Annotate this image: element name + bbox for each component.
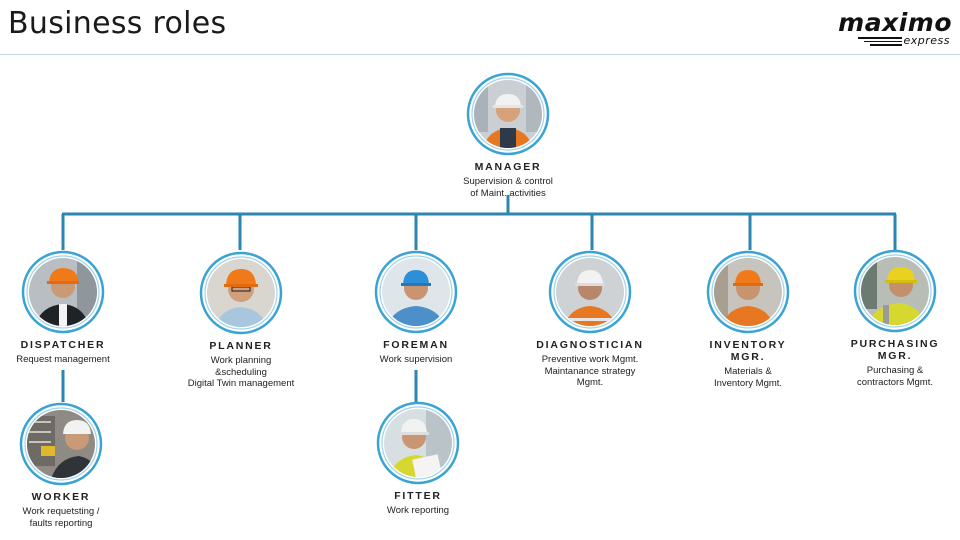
header-divider xyxy=(0,54,960,55)
logo-speed-lines xyxy=(858,37,902,46)
inventory-description: Materials & Inventory Mgmt. xyxy=(713,366,783,389)
role-foreman: FOREMAN Work supervision xyxy=(331,250,501,366)
planner-avatar xyxy=(199,251,283,335)
purchasing-description: Purchasing & contractors Mgmt. xyxy=(856,365,934,388)
role-planner: PLANNER Work planning &scheduling Digita… xyxy=(156,251,326,390)
diagnostician-title: DIAGNOSTICIAN xyxy=(536,339,644,351)
foreman-title: FOREMAN xyxy=(383,339,449,351)
page-title: Business roles xyxy=(8,6,227,41)
fitter-title: FITTER xyxy=(394,490,442,502)
dispatcher-description: Request management xyxy=(16,354,110,365)
diagnostician-description: Preventive work Mgmt. Maintanance strate… xyxy=(541,354,639,388)
role-diagnostician: DIAGNOSTICIAN Preventive work Mgmt. Main… xyxy=(505,250,675,389)
maximo-express-logo: maximo express xyxy=(824,8,954,48)
worker-description: Work requetsting / faults reporting xyxy=(22,506,100,529)
manager-title: MANAGER xyxy=(474,161,542,173)
fitter-description: Work reporting xyxy=(386,505,450,516)
worker-avatar xyxy=(19,402,103,486)
role-worker: WORKER Work requetsting / faults reporti… xyxy=(0,402,146,529)
manager-description: Supervision & control of Maint. activiti… xyxy=(463,176,553,199)
dispatcher-avatar xyxy=(21,250,105,334)
dispatcher-title: DISPATCHER xyxy=(20,339,106,351)
inventory-avatar xyxy=(706,250,790,334)
planner-title: PLANNER xyxy=(209,340,273,352)
logo-main-text: maximo xyxy=(838,8,952,37)
foreman-avatar xyxy=(374,250,458,334)
role-dispatcher: DISPATCHER Request management xyxy=(0,250,148,366)
fitter-avatar xyxy=(376,401,460,485)
foreman-description: Work supervision xyxy=(379,354,453,365)
role-fitter: FITTER Work reporting xyxy=(333,401,503,517)
planner-description: Work planning &scheduling Digital Twin m… xyxy=(187,355,295,389)
purchasing-title: PURCHASING MGR. xyxy=(850,338,940,362)
role-manager: MANAGER Supervision & control of Maint. … xyxy=(423,72,593,199)
purchasing-avatar xyxy=(853,249,937,333)
inventory-title: INVENTORY MGR. xyxy=(709,339,787,363)
logo-sub-text: express xyxy=(903,34,950,47)
role-purchasing-manager: PURCHASING MGR. Purchasing & contractors… xyxy=(810,249,960,388)
role-inventory-manager: INVENTORY MGR. Materials & Inventory Mgm… xyxy=(663,250,833,389)
manager-avatar xyxy=(466,72,550,156)
worker-title: WORKER xyxy=(31,491,91,503)
diagnostician-avatar xyxy=(548,250,632,334)
